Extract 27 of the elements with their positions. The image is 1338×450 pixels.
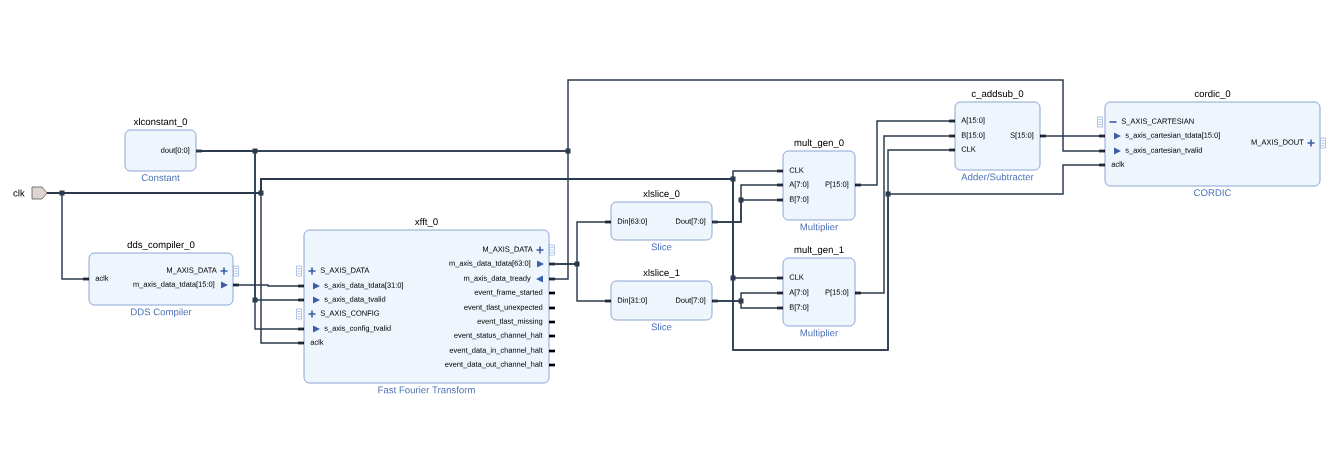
- block-name: c_addsub_0: [971, 90, 1024, 99]
- block-type: Slice: [651, 323, 672, 331]
- block-name: mult_gen_0: [794, 139, 844, 148]
- block-type: CORDIC: [1194, 189, 1232, 197]
- wire: [232, 284, 305, 287]
- block-type: Multiplier: [800, 329, 839, 339]
- block-name: mult_gen_1: [794, 246, 844, 255]
- block-name: xfft_0: [414, 218, 438, 227]
- wire: [548, 263, 612, 302]
- block-name: cordic_0: [1194, 90, 1231, 99]
- wire: [711, 300, 784, 309]
- block-type: Multiplier: [800, 223, 839, 233]
- block-name: dds_compiler_0: [127, 241, 195, 250]
- block-type: DDS Compiler: [131, 308, 192, 318]
- block-name: xlslice_0: [643, 190, 680, 199]
- wire: [711, 199, 784, 223]
- wire: [1039, 135, 1106, 137]
- block-type: Constant: [141, 174, 180, 182]
- block-type: Slice: [651, 243, 672, 251]
- wire: [195, 79, 1106, 152]
- block-type: Adder/Subtracter: [961, 173, 1034, 181]
- block-name: xlslice_1: [643, 269, 680, 278]
- block-type: Fast Fourier Transform: [378, 386, 475, 394]
- port-label: clk: [13, 189, 25, 197]
- block-name: xlconstant_0: [133, 118, 188, 127]
- wire: [854, 135, 956, 294]
- wire: [854, 120, 956, 186]
